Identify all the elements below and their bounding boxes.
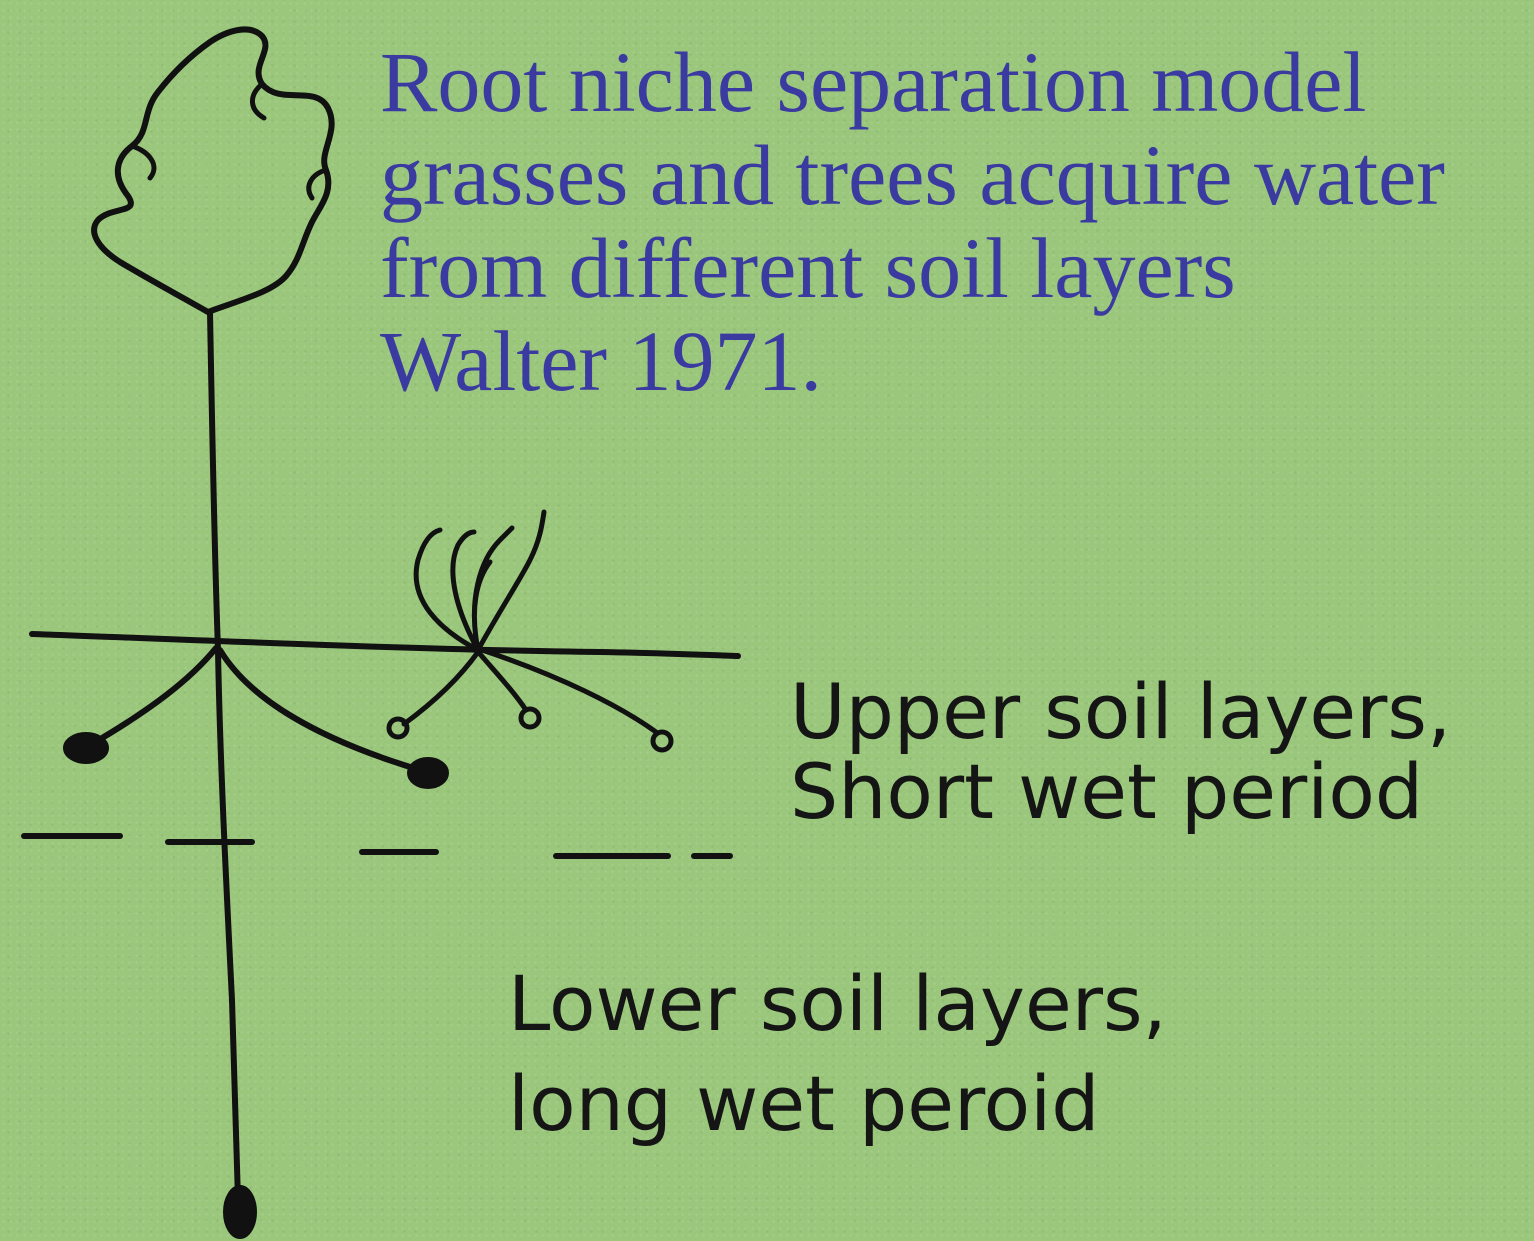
grass-root-1-tip [386,716,410,740]
grass-root-3-tip [650,729,674,753]
title-line-3: from different soil layers [380,220,1236,316]
lower-layer-label-line2: long wet peroid [508,1059,1100,1148]
lower-layer-label-line1: Lower soil layers, [508,959,1167,1048]
grass-root-1 [401,649,481,727]
tree-crown-detail [129,81,329,201]
tap-root-tip [223,1185,257,1239]
title-line-4: Walter 1971. [380,313,823,409]
tree-root-left-tip [63,732,109,764]
tree-trunk [207,309,241,1203]
upper-layer-label-line1: Upper soil layers, [790,667,1451,756]
soil-boundary-dashed [21,833,733,859]
upper-layer-label-line2: Short wet period [790,747,1423,836]
grass-root-3 [479,647,659,735]
title-line-1: Root niche separation model [380,34,1367,130]
tree-root-right [217,647,423,773]
slide-title: Root niche separation model grasses and … [380,36,1534,408]
tree-root-right-tip [407,757,449,789]
ground-line [29,631,741,659]
tree-root-left [89,645,219,747]
grass-blades [413,509,547,653]
grass-root-2 [477,651,529,713]
tree-crown [91,26,335,315]
title-line-2: grasses and trees acquire water [380,127,1445,223]
grass-root-2-tip [518,706,542,730]
